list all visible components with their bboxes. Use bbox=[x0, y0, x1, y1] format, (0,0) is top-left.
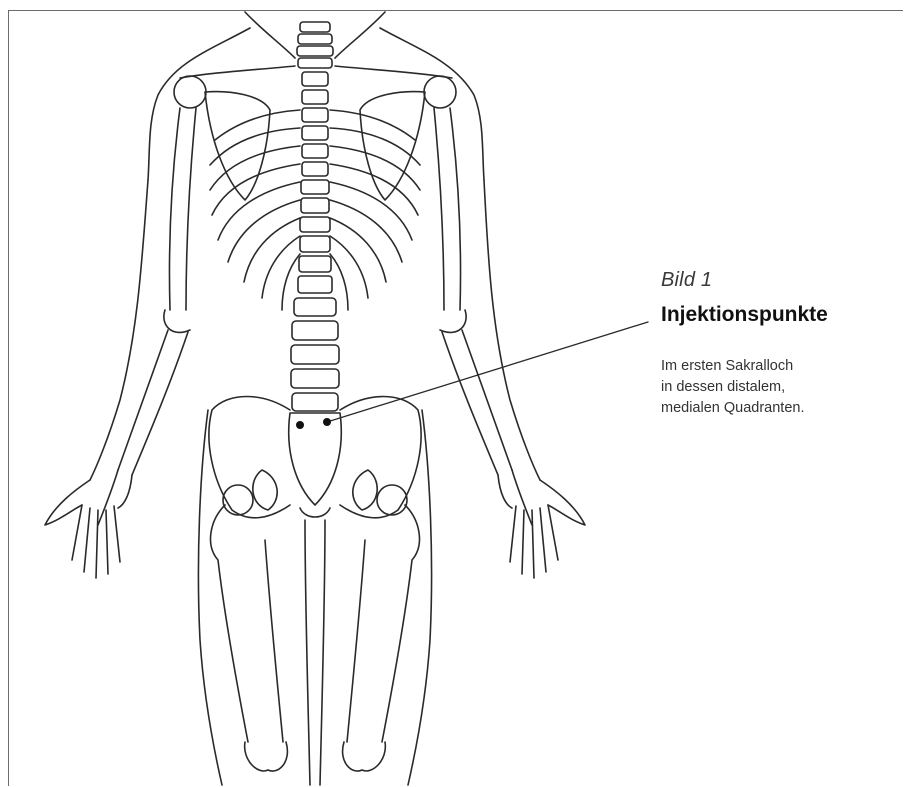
figure-description: Im ersten Sakralloch in dessen distalem,… bbox=[661, 356, 805, 419]
pubic-symphysis bbox=[300, 508, 330, 517]
right-leg-outline bbox=[408, 410, 432, 785]
neck-outline bbox=[245, 12, 385, 58]
leader-line bbox=[327, 322, 648, 422]
right-knee bbox=[343, 742, 386, 771]
right-elbow bbox=[440, 310, 466, 332]
left-elbow bbox=[164, 310, 190, 332]
left-femoral-head bbox=[223, 485, 253, 515]
description-line: medialen Quadranten. bbox=[661, 398, 805, 419]
right-femoral-head bbox=[377, 485, 407, 515]
obturator-left bbox=[253, 470, 277, 510]
left-humerus bbox=[169, 108, 196, 310]
left-shoulder bbox=[148, 28, 250, 180]
injection-point-left bbox=[296, 421, 304, 429]
left-femur bbox=[211, 505, 248, 742]
left-leg-outline bbox=[198, 410, 222, 785]
description-line: Im ersten Sakralloch bbox=[661, 356, 805, 377]
left-iliac-crest bbox=[209, 397, 290, 518]
right-shoulder bbox=[380, 28, 484, 180]
right-humeral-head bbox=[424, 76, 456, 108]
injection-point-right bbox=[323, 418, 331, 426]
obturator-right bbox=[353, 470, 377, 510]
right-hand bbox=[498, 470, 585, 578]
figure-number: Bild 1 bbox=[661, 269, 712, 292]
cervical-spine bbox=[297, 22, 333, 68]
left-forearm bbox=[118, 330, 188, 475]
left-arm-outline bbox=[90, 180, 148, 480]
right-arm-outline bbox=[484, 180, 540, 480]
spine-vertebrae bbox=[291, 72, 339, 411]
right-humerus bbox=[434, 108, 461, 310]
right-ribs bbox=[330, 110, 420, 310]
left-clavicle bbox=[180, 66, 295, 78]
left-femur-inner bbox=[265, 540, 283, 742]
right-femur bbox=[382, 505, 419, 742]
inner-leg-outline bbox=[305, 520, 325, 785]
right-femur-inner bbox=[347, 540, 365, 742]
figure-title: Injektionspunkte bbox=[661, 303, 828, 327]
description-line: in dessen distalem, bbox=[661, 377, 805, 398]
left-knee bbox=[245, 742, 288, 771]
left-humeral-head bbox=[174, 76, 206, 108]
right-forearm bbox=[442, 330, 512, 475]
left-hand bbox=[45, 470, 132, 578]
left-ribs bbox=[210, 110, 300, 310]
